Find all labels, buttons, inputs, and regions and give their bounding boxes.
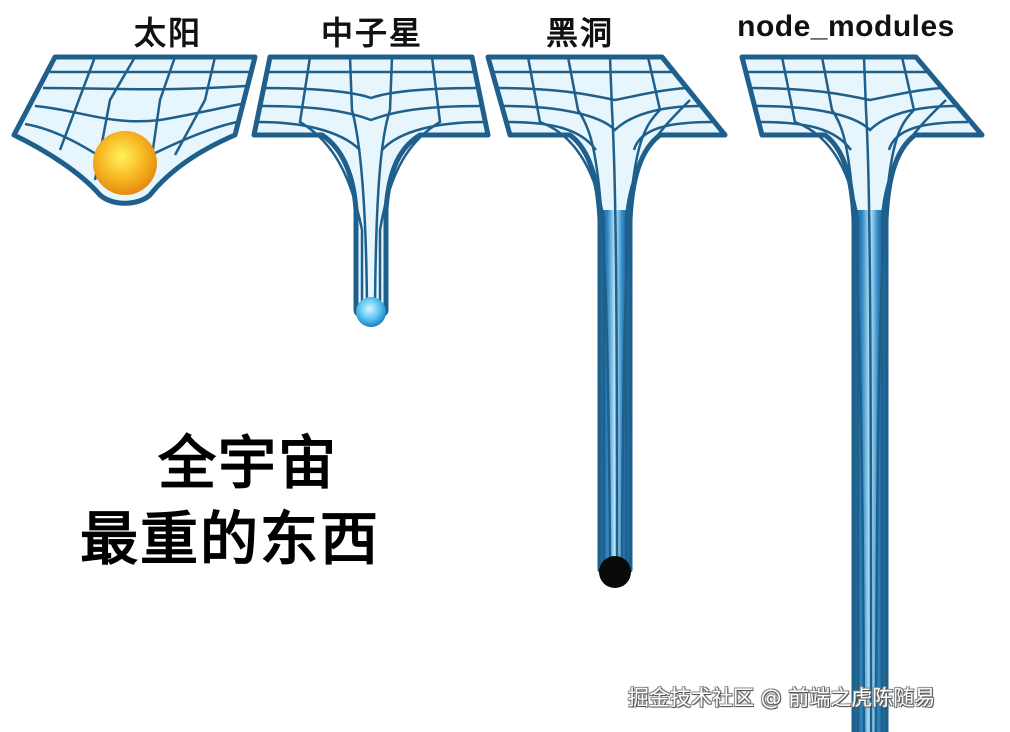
watermark: 掘金技术社区 @ 前端之虎陈随易	[628, 686, 936, 710]
neutron-star-well	[251, 54, 491, 327]
neutron-star-icon	[356, 297, 386, 327]
label-black-hole: 黑洞	[545, 14, 615, 52]
caption-line-1: 全宇宙	[158, 429, 339, 497]
label-node-modules: node_modules	[737, 10, 955, 43]
caption: 全宇宙 最重的东西	[80, 425, 380, 577]
label-sun: 太阳	[133, 14, 203, 52]
black-hole-icon	[599, 556, 631, 588]
black-hole-well	[485, 54, 728, 588]
caption-line-2: 最重的东西	[80, 505, 381, 573]
sun-icon	[93, 131, 157, 195]
label-neutron-star: 中子星	[320, 14, 424, 52]
sun-well	[11, 54, 258, 206]
node-modules-well	[739, 54, 985, 732]
